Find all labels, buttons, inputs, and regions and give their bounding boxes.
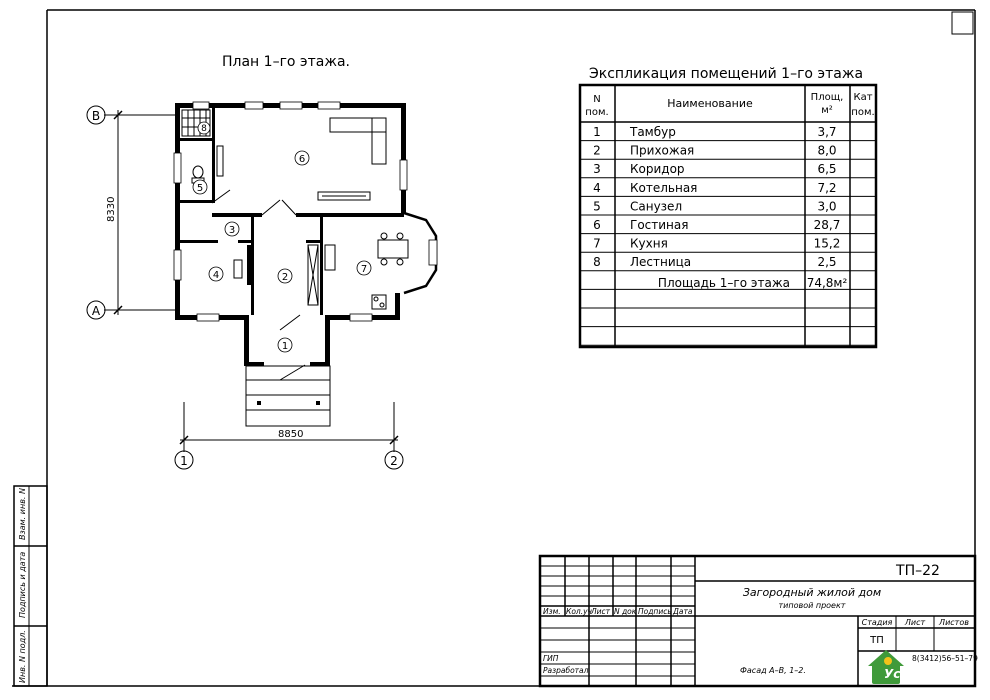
company-logo: Усадьба 8(3412)56–51–79 bbox=[868, 650, 978, 684]
side-stamp: Инв. N подл. Подпись и дата Взам. инв. N bbox=[13, 485, 48, 687]
sheets-label: Листов bbox=[938, 618, 969, 627]
row-name: Кухня bbox=[630, 237, 668, 251]
explication-table: N пом. Наименование Площ, м² Кат пом. 1 Т… bbox=[578, 83, 878, 349]
axis-b-label: В bbox=[92, 109, 100, 123]
stamp-vzam: Взам. инв. N bbox=[18, 488, 27, 540]
explication-title: Экспликация помещений 1–го этажа bbox=[589, 66, 863, 82]
sofa bbox=[329, 117, 387, 133]
tv-unit bbox=[317, 191, 371, 201]
doc-code: ТП–22 bbox=[895, 563, 940, 579]
room-2-label: 2 bbox=[282, 272, 288, 283]
row-num: 7 bbox=[593, 237, 601, 251]
row-area: 3,0 bbox=[817, 199, 836, 213]
room-5-label: 5 bbox=[197, 183, 203, 194]
col-podpis: Подпись bbox=[638, 607, 672, 616]
row-name: Лестница bbox=[630, 255, 691, 269]
label-developed: Разработал bbox=[543, 666, 589, 675]
axis-1-label: 1 bbox=[180, 454, 188, 468]
project-name: Загородный жилой дом bbox=[743, 586, 881, 599]
staircase bbox=[181, 109, 224, 177]
project-sub: типовой проект bbox=[779, 601, 846, 610]
row-num: 8 bbox=[593, 255, 601, 269]
col-izm: Изм. bbox=[543, 607, 561, 616]
col-data: Дата bbox=[672, 607, 693, 616]
row-area: 28,7 bbox=[814, 218, 841, 232]
row-area: 8,0 bbox=[817, 144, 836, 158]
dim-vertical: 8330 bbox=[106, 197, 117, 222]
stamp-sign-date: Подпись и дата bbox=[18, 552, 27, 618]
dimensions: 8330 8850 bbox=[104, 110, 399, 452]
total-label: Площадь 1–го этажа bbox=[658, 276, 790, 290]
axis-a-label: А bbox=[92, 304, 101, 318]
logo-text: Усадьба bbox=[884, 667, 942, 681]
row-name: Гостиная bbox=[630, 218, 688, 232]
row-num: 2 bbox=[593, 144, 601, 158]
row-area: 15,2 bbox=[814, 237, 841, 251]
row-area: 6,5 bbox=[817, 162, 836, 176]
stamp-inv-orig: Инв. N подл. bbox=[18, 630, 27, 683]
row-area: 3,7 bbox=[817, 125, 836, 139]
row-area: 2,5 bbox=[817, 255, 836, 269]
header-num-line1: N bbox=[593, 94, 600, 105]
header-name: Наименование bbox=[667, 97, 753, 110]
drawing-name: Фасад А–В, 1–2. bbox=[740, 666, 806, 675]
porch bbox=[245, 365, 331, 427]
sheet-label: Лист bbox=[904, 618, 926, 627]
room-8-label: 8 bbox=[201, 124, 207, 134]
row-num: 4 bbox=[593, 181, 601, 195]
row-area: 7,2 bbox=[817, 181, 836, 195]
total-value: 74,8м² bbox=[807, 276, 848, 290]
room-3-label: 3 bbox=[229, 225, 235, 236]
room-7-label: 7 bbox=[361, 264, 367, 275]
header-area-line1: Площ, bbox=[811, 92, 844, 103]
col-ndoc: N док bbox=[614, 607, 637, 616]
header-cat-line2: пом. bbox=[851, 107, 874, 118]
label-gip: ГИП bbox=[543, 654, 559, 663]
row-name: Коридор bbox=[630, 162, 685, 176]
room-1-label: 1 bbox=[282, 341, 288, 352]
col-list: Лист bbox=[590, 607, 611, 616]
row-name: Котельная bbox=[630, 181, 697, 195]
row-num: 3 bbox=[593, 162, 601, 176]
room-4-label: 4 bbox=[213, 270, 219, 281]
row-name: Санузел bbox=[630, 199, 682, 213]
dining-table bbox=[377, 239, 409, 259]
row-num: 5 bbox=[593, 199, 601, 213]
floor-plan: 1 2 3 4 5 6 7 8 8330 bbox=[86, 101, 438, 470]
plan-title: План 1–го этажа. bbox=[222, 54, 350, 70]
room-6-label: 6 bbox=[299, 154, 305, 165]
row-name: Прихожая bbox=[630, 144, 694, 158]
col-koluch: Кол.уч bbox=[566, 607, 593, 616]
stage-value: ТП bbox=[869, 635, 884, 646]
corner-box bbox=[951, 11, 974, 35]
header-cat-line1: Кат bbox=[853, 92, 872, 103]
row-num: 6 bbox=[593, 218, 601, 232]
row-num: 1 bbox=[593, 125, 601, 139]
axis-markers: В А 1 2 bbox=[86, 105, 404, 470]
dim-horizontal: 8850 bbox=[278, 429, 303, 440]
header-num-line2: пом. bbox=[585, 107, 608, 118]
room-labels: 1 2 3 4 5 6 7 8 bbox=[192, 121, 372, 353]
phone-number: 8(3412)56–51–79 bbox=[912, 654, 978, 663]
title-block: Изм. Кол.уч Лист N док Подпись Дата ГИП … bbox=[538, 554, 978, 688]
stage-label: Стадия bbox=[862, 618, 893, 627]
axis-2-label: 2 bbox=[390, 454, 398, 468]
header-area-line2: м² bbox=[821, 105, 833, 116]
row-name: Тамбур bbox=[629, 125, 676, 139]
